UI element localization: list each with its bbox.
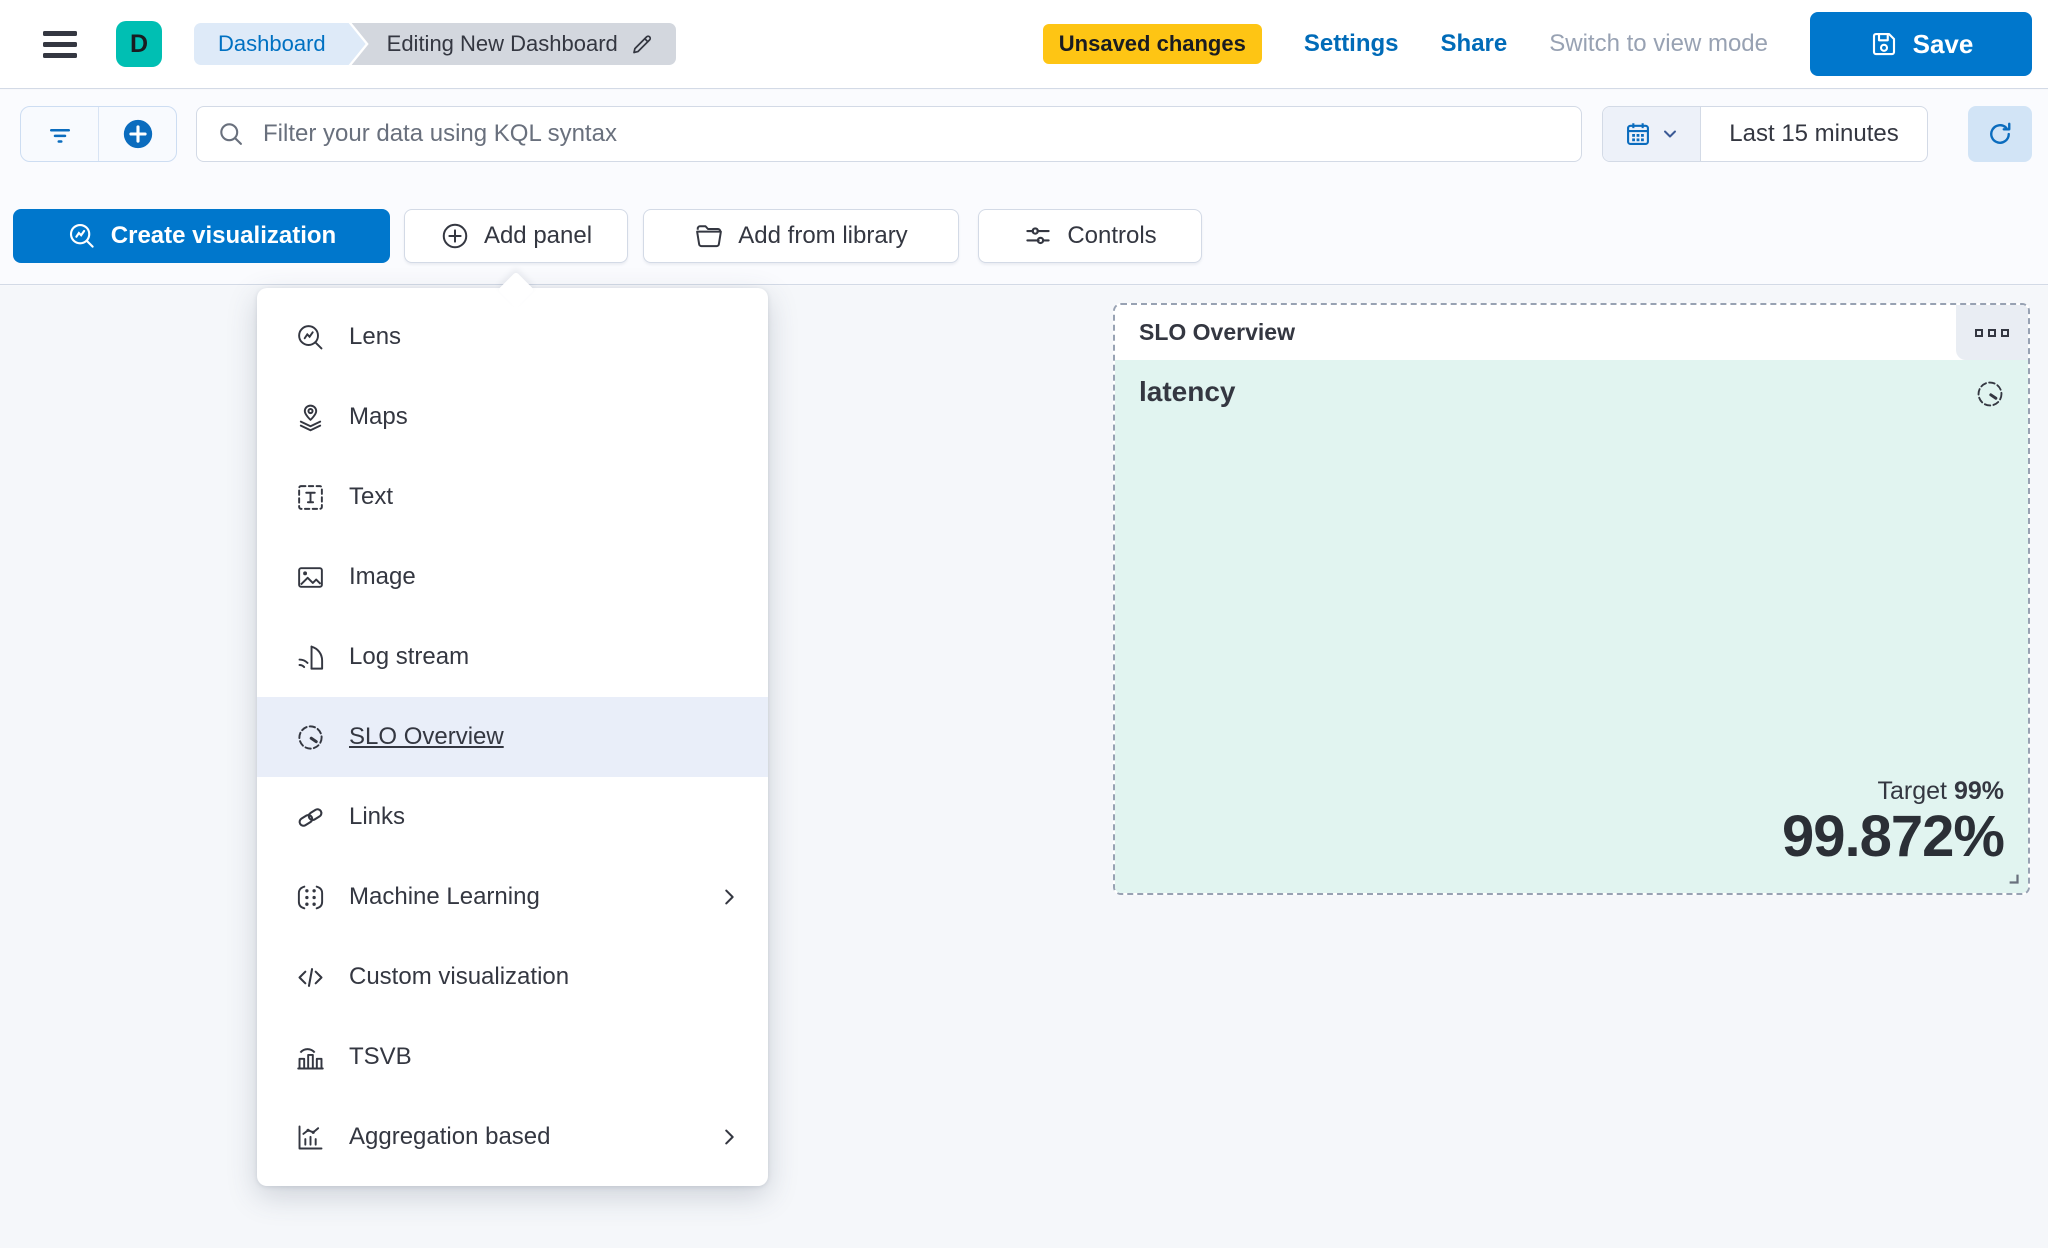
add-from-library-button[interactable]: Add from library xyxy=(643,209,959,263)
add-panel-menu: Lens Maps Text Image Log stream SLO Over… xyxy=(257,271,768,1186)
dashboard-canvas: Lens Maps Text Image Log stream SLO Over… xyxy=(0,271,2048,1248)
unsaved-changes-badge: Unsaved changes xyxy=(1042,24,1262,64)
space-avatar[interactable]: D xyxy=(116,21,162,67)
folder-icon xyxy=(696,225,723,248)
refresh-button[interactable] xyxy=(1968,106,2032,162)
panel-resize-handle[interactable] xyxy=(2004,869,2022,887)
add-panel-button[interactable]: Add panel xyxy=(404,209,628,263)
lens-icon xyxy=(69,223,94,248)
save-floppy-icon xyxy=(1872,32,1895,56)
save-button[interactable]: Save xyxy=(1810,12,2032,76)
menu-item-label: Log stream xyxy=(349,643,470,670)
sliders-icon xyxy=(1026,227,1050,245)
chevron-down-icon xyxy=(1663,130,1676,138)
panel-options-icon xyxy=(1975,328,1983,337)
menu-item-label: Image xyxy=(349,563,416,590)
kql-search-bar xyxy=(196,106,1582,162)
refresh-icon xyxy=(1990,122,2011,144)
aggregation-icon xyxy=(298,1125,323,1149)
maps-icon xyxy=(299,404,322,431)
slo-overview-panel: SLO Overview latency Target 99% 99.872% xyxy=(1113,303,2030,895)
slo-values: Target 99% 99.872% xyxy=(1782,777,2005,870)
breadcrumb-current[interactable]: Editing New Dashboard xyxy=(348,23,676,65)
calendar-icon xyxy=(1626,123,1649,145)
breadcrumb-current-label: Editing New Dashboard xyxy=(386,31,618,56)
machine-learning-icon xyxy=(297,885,324,909)
filter-button[interactable] xyxy=(21,107,98,161)
gauge-icon xyxy=(1977,381,2003,407)
menu-item-label: TSVB xyxy=(349,1043,412,1070)
menu-item-label: SLO Overview xyxy=(349,723,504,750)
edit-pencil-icon xyxy=(632,35,651,54)
menu-item-text[interactable]: Text xyxy=(257,457,768,537)
menu-item-label: Aggregation based xyxy=(349,1123,551,1150)
slo-panel-body: latency Target 99% 99.872% xyxy=(1115,360,2028,893)
breadcrumb: Dashboard Editing New Dashboard xyxy=(194,23,676,65)
top-header-bar: D Dashboard Editing New Dashboard Unsave… xyxy=(0,0,2048,89)
menu-item-image[interactable]: Image xyxy=(257,537,768,617)
menu-item-label: Custom visualization xyxy=(349,963,570,990)
filter-button-group xyxy=(20,106,177,162)
plus-in-circle-icon xyxy=(442,223,468,249)
menu-item-aggregation-based[interactable]: Aggregation based xyxy=(257,1097,768,1177)
menu-item-label: Maps xyxy=(349,403,408,430)
plus-circle-icon xyxy=(123,119,152,149)
text-icon xyxy=(298,484,323,510)
slo-metric-name: latency xyxy=(1139,376,1236,407)
time-range-value[interactable]: Last 15 minutes xyxy=(1729,120,1899,147)
kql-search-input[interactable] xyxy=(263,120,1561,148)
lens-icon xyxy=(298,324,323,349)
dashboard-toolbar: Last 15 minutes Create visualization Add… xyxy=(0,90,2048,285)
panel-options-button[interactable] xyxy=(1956,305,2028,360)
filter-icon xyxy=(49,129,70,143)
create-visualization-button[interactable]: Create visualization xyxy=(13,209,390,263)
link-icon xyxy=(298,807,323,827)
share-link[interactable]: Share xyxy=(1440,30,1508,57)
menu-item-log-stream[interactable]: Log stream xyxy=(257,617,768,697)
time-picker-calendar-button[interactable] xyxy=(1603,107,1701,161)
add-filter-button[interactable] xyxy=(98,107,176,161)
menu-item-lens[interactable]: Lens xyxy=(257,297,768,377)
panel-header: SLO Overview xyxy=(1115,305,2028,360)
switch-view-mode-link[interactable]: Switch to view mode xyxy=(1549,30,1768,57)
menu-item-label: Lens xyxy=(349,323,402,350)
panel-title: SLO Overview xyxy=(1139,319,1295,345)
menu-item-custom-visualization[interactable]: Custom visualization xyxy=(257,937,768,1017)
image-icon xyxy=(298,566,323,588)
chevron-right-icon xyxy=(725,889,734,905)
menu-item-links[interactable]: Links xyxy=(257,777,768,857)
gauge-icon xyxy=(298,724,323,750)
chevron-right-icon xyxy=(725,1129,734,1145)
tsvb-icon xyxy=(297,1047,324,1069)
slo-target-line: Target 99% xyxy=(1877,777,2004,806)
menu-item-machine-learning[interactable]: Machine Learning xyxy=(257,857,768,937)
slo-target-value: 99% xyxy=(1953,777,2004,806)
menu-item-slo-overview[interactable]: SLO Overview xyxy=(257,697,768,777)
menu-item-label: Text xyxy=(349,483,394,510)
menu-item-maps[interactable]: Maps xyxy=(257,377,768,457)
breadcrumb-dashboard[interactable]: Dashboard xyxy=(194,23,366,65)
controls-button[interactable]: Controls xyxy=(978,209,1202,263)
settings-link[interactable]: Settings xyxy=(1303,30,1399,57)
slo-value: 99.872% xyxy=(1782,804,2005,870)
menu-item-label: Machine Learning xyxy=(349,883,540,910)
menu-hamburger-icon[interactable] xyxy=(38,22,82,66)
menu-item-label: Links xyxy=(349,803,406,830)
menu-item-tsvb[interactable]: TSVB xyxy=(257,1017,768,1097)
time-range-picker: Last 15 minutes xyxy=(1602,106,1928,162)
code-icon xyxy=(298,967,323,987)
search-icon xyxy=(220,123,242,145)
log-stream-icon xyxy=(298,645,324,670)
